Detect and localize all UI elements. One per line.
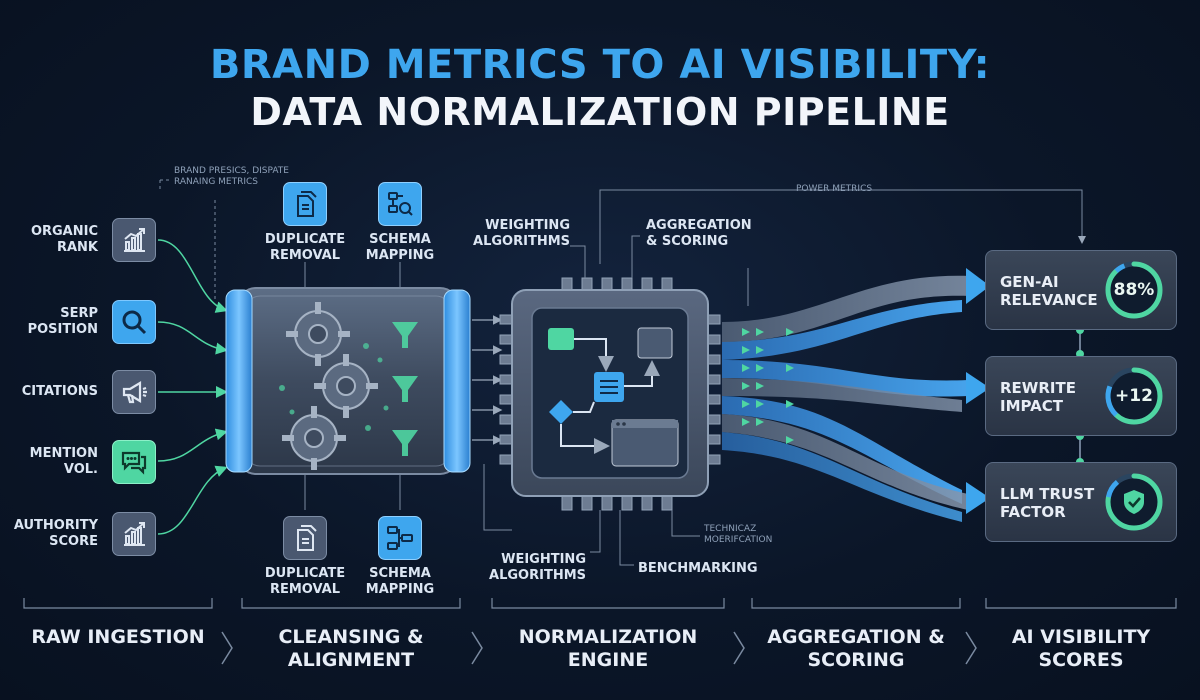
brand-note: BRAND PRESICS, DISPATE RANAING METRICS <box>174 166 289 187</box>
title-line-1: BRAND METRICS TO AI VISIBILITY: <box>209 42 991 88</box>
score-gauge-arc <box>1105 473 1163 531</box>
stage-label-1: RAW INGESTION <box>31 626 205 648</box>
input-tile-organic-rank <box>112 218 156 262</box>
input-label: MENTION VOL. <box>29 446 98 477</box>
engine-label-benchmarking: BENCHMARKING <box>638 561 758 576</box>
input-label: SERP POSITION <box>27 306 98 337</box>
top-tile-1 <box>283 182 327 226</box>
engine-label-aggregation: AGGREGATION & SCORING <box>646 218 752 249</box>
top-tile-2 <box>378 182 422 226</box>
input-tile-citations <box>112 370 156 414</box>
top-tool-label: SCHEMA MAPPING <box>365 232 435 263</box>
megaphone-icon <box>119 377 149 407</box>
score-label: GEN-AI RELEVANCE <box>1000 273 1098 309</box>
title-line-2: DATA NORMALIZATION PIPELINE <box>250 90 950 134</box>
stage-brackets <box>23 598 1177 609</box>
engine-label-weighting-top: WEIGHTING ALGORITHMS <box>473 218 570 249</box>
documents-icon <box>290 523 320 553</box>
bottom-tile-1 <box>283 516 327 560</box>
input-tile-authority-score <box>112 512 156 556</box>
score-gauge <box>1105 367 1163 425</box>
score-gauge <box>1105 261 1163 319</box>
stage-label-3: NORMALIZATION ENGINE <box>518 626 698 671</box>
score-card-1: GEN-AI RELEVANCE 88% <box>985 250 1177 330</box>
bottom-tool-label: DUPLICATE REMOVAL <box>264 566 346 597</box>
bar-chart-up-icon <box>119 519 149 549</box>
shield-check-icon <box>1119 487 1149 517</box>
cleansing-cylinder <box>225 287 471 475</box>
input-connectors <box>157 239 228 535</box>
score-value: +12 <box>1115 386 1153 406</box>
stage-label-2: CLEANSING & ALIGNMENT <box>278 626 424 671</box>
score-value: 88% <box>1113 280 1155 300</box>
score-label: LLM TRUST FACTOR <box>1000 485 1095 521</box>
score-gauge-arc <box>1105 261 1163 319</box>
input-label: AUTHORITY SCORE <box>13 518 98 549</box>
input-label: ORGANIC RANK <box>30 224 98 255</box>
output-streams <box>722 268 990 522</box>
bottom-tool-label: SCHEMA MAPPING <box>365 566 435 597</box>
schema-search-icon <box>385 189 415 219</box>
documents-icon <box>290 189 320 219</box>
score-card-2: REWRITE IMPACT +12 <box>985 356 1177 436</box>
input-tile-serp-position <box>112 300 156 344</box>
stage-label-5: AI VISIBILITY SCORES <box>1011 626 1151 671</box>
engine-label-weighting-bottom: WEIGHTING ALGORITHMS <box>489 552 586 583</box>
chat-bubbles-icon <box>119 447 149 477</box>
normalization-chip <box>499 277 721 511</box>
funnel-icon <box>392 322 418 456</box>
input-tile-mention-vol <box>112 440 156 484</box>
bottom-tile-2 <box>378 516 422 560</box>
bar-chart-up-icon <box>119 225 149 255</box>
magnifier-icon <box>119 307 149 337</box>
score-card-3: LLM TRUST FACTOR <box>985 462 1177 542</box>
input-label: CITATIONS <box>21 384 98 399</box>
technical-note: TECHNICAZ MOERIFCATION <box>704 524 773 545</box>
flowchart-icon <box>385 523 415 553</box>
score-gauge-arc <box>1105 367 1163 425</box>
stage-label-4: AGGREGATION & SCORING <box>767 626 945 671</box>
score-label: REWRITE IMPACT <box>1000 379 1076 415</box>
power-metrics-note: POWER METRICS <box>796 184 873 194</box>
top-tool-label: DUPLICATE REMOVAL <box>264 232 346 263</box>
